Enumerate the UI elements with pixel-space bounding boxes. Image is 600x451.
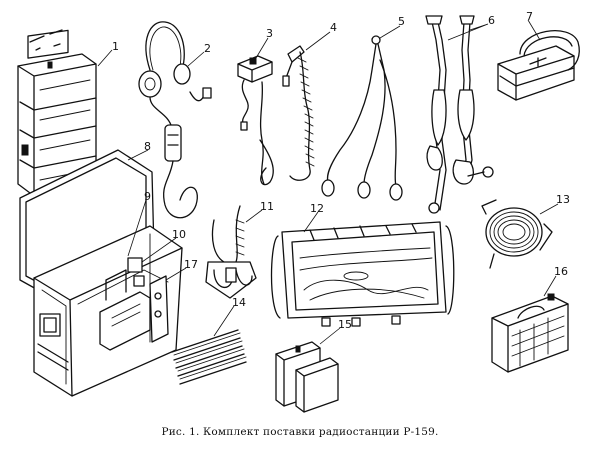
item-1-radio-set bbox=[17, 29, 97, 197]
callout-6: 6 bbox=[488, 14, 495, 27]
item-6-carrying-straps bbox=[425, 15, 494, 214]
callout-2: 2 bbox=[204, 42, 211, 55]
item-7-accessory-bag bbox=[497, 30, 580, 101]
item-13-cable-reel bbox=[481, 199, 553, 269]
item-14-antenna-rods bbox=[171, 329, 247, 385]
item-12-antenna-kit-bag bbox=[270, 221, 455, 327]
item-2-headset bbox=[138, 21, 212, 219]
figure-caption: Рис. 1. Комплект поставки радиостанции Р… bbox=[161, 426, 439, 438]
callout-10: 10 bbox=[172, 228, 186, 241]
callout-12: 12 bbox=[310, 202, 324, 215]
item-9-insert bbox=[99, 269, 151, 351]
item-15-battery-packs bbox=[275, 341, 339, 413]
item-17-side-panel bbox=[149, 275, 169, 343]
item-4-microphone bbox=[259, 45, 315, 186]
callout-14: 14 bbox=[232, 296, 246, 309]
callout-3: 3 bbox=[266, 27, 273, 40]
item-10-spare-parts bbox=[127, 257, 145, 287]
item-11-antenna bbox=[205, 205, 257, 299]
callout-8: 8 bbox=[144, 140, 151, 153]
callout-15: 15 bbox=[338, 318, 352, 331]
callout-13: 13 bbox=[556, 193, 570, 206]
item-5-cable-set bbox=[321, 35, 403, 201]
callout-17: 17 bbox=[184, 258, 198, 271]
callout-leader-lines bbox=[97, 19, 559, 345]
item-8-transport-case bbox=[19, 149, 183, 397]
callout-11: 11 bbox=[260, 200, 274, 213]
callout-numbers: 1 2 3 4 5 6 7 8 9 10 11 12 13 14 15 16 1… bbox=[112, 10, 570, 331]
callout-4: 4 bbox=[330, 21, 337, 34]
callout-16: 16 bbox=[554, 265, 568, 278]
item-16-battery bbox=[491, 293, 569, 373]
callout-1: 1 bbox=[112, 40, 119, 53]
callout-5: 5 bbox=[398, 15, 405, 28]
callout-7: 7 bbox=[526, 10, 533, 23]
item-3-telegraph-key bbox=[237, 55, 273, 185]
callout-9: 9 bbox=[144, 190, 151, 203]
